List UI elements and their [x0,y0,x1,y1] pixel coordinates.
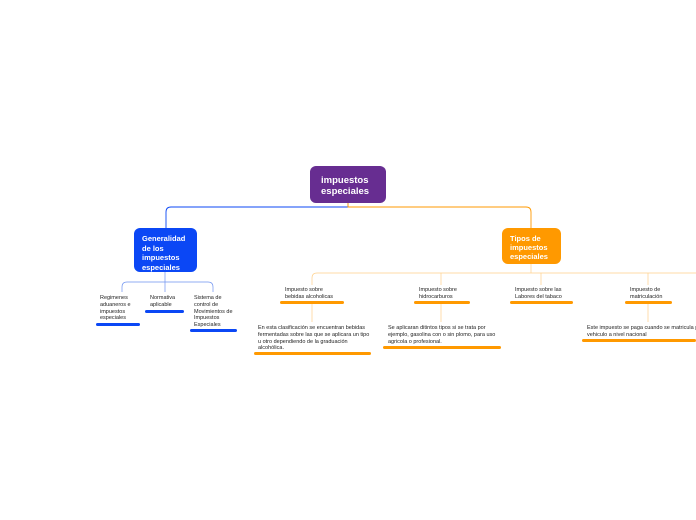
connector-root-tipos [347,203,532,228]
root-label: impuestos especiales [321,175,370,197]
desc-matriculacion[interactable]: Este impuesto se paga cuando se matricul… [587,325,696,339]
topic-sistema-control-underline [190,329,237,332]
topic-sistema-control-label: Sistema de control de Movimientos de Imp… [194,295,233,329]
desc-bebidas-alcoholicas[interactable]: En esta clasificación se encuentran bebi… [258,325,370,352]
topic-hidrocarburos[interactable]: Impuesto sobre hidrocarburos [419,287,467,301]
topic-labores-tabaco-underline [510,301,573,304]
branch-tipos-label: Tipos de impuestos especiales [510,234,548,261]
desc-hidrocarburos-text: Se aplicaran ditintos tipos si se trata … [388,325,496,345]
topic-labores-tabaco-label: Impuesto sobre las Labores del tabaco [515,287,562,300]
desc-bebidas-alcoholicas-text: En esta clasificación se encuentran bebi… [258,325,370,352]
topic-normativa-label: Normativa aplicable [150,295,176,308]
desc-matriculacion-underline [582,339,696,342]
connector-generalidad-children [121,272,214,292]
topic-sistema-control[interactable]: Sistema de control de Movimientos de Imp… [194,295,236,329]
desc-hidrocarburos-underline [383,346,501,349]
topic-matriculacion[interactable]: Impuesto de matriculación [630,287,670,301]
connector-tipos-children [311,264,696,285]
topic-hidrocarburos-underline [414,301,470,304]
topic-bebidas-alcoholicas[interactable]: Impuesto sobre bebidas alcoholicas [285,287,343,301]
root-node[interactable]: impuestos especiales [310,166,386,203]
topic-regimenes-underline [96,323,140,326]
desc-hidrocarburos[interactable]: Se aplicaran ditintos tipos si se trata … [388,325,498,345]
branch-generalidad-label: Generalidad de los impuestos especiales [142,234,186,272]
topic-regimenes[interactable]: Regimenes aduaneros e impuestos especial… [100,295,142,322]
connector-root-generalidad [165,203,349,228]
topic-bebidas-alcoholicas-label: Impuesto sobre bebidas alcoholicas [285,287,334,300]
desc-bebidas-alcoholicas-underline [254,352,371,355]
desc-matriculacion-text: Este impuesto se paga cuando se matricul… [587,325,696,338]
branch-tipos[interactable]: Tipos de impuestos especiales [502,228,561,264]
topic-labores-tabaco[interactable]: Impuesto sobre las Labores del tabaco [515,287,573,301]
topic-regimenes-label: Regimenes aduaneros e impuestos especial… [100,295,131,322]
topic-matriculacion-label: Impuesto de matriculación [630,287,663,300]
topic-bebidas-alcoholicas-underline [280,301,344,304]
topic-hidrocarburos-label: Impuesto sobre hidrocarburos [419,287,457,300]
branch-generalidad[interactable]: Generalidad de los impuestos especiales [134,228,197,272]
topic-matriculacion-underline [625,301,672,304]
topic-normativa[interactable]: Normativa aplicable [150,295,184,309]
topic-normativa-underline [145,310,184,313]
